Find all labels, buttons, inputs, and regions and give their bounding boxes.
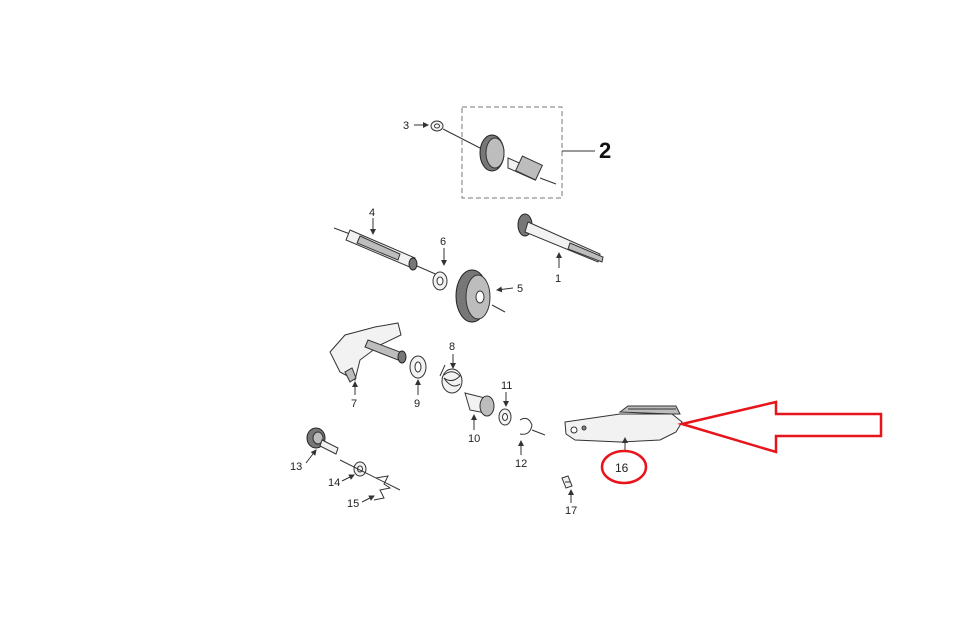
- group-box: [461, 106, 563, 199]
- kickstart-shaft-7: [329, 322, 407, 383]
- bushing-9: [409, 355, 427, 379]
- arrow-13: [305, 449, 317, 464]
- washer-3: [430, 120, 481, 149]
- gear-assembly-2: [479, 134, 557, 185]
- callout-17: 17: [565, 505, 577, 517]
- shaft-1: [517, 213, 604, 263]
- callout-11: 11: [501, 380, 512, 392]
- arrow-15: [361, 495, 375, 503]
- callout-12: 12: [515, 458, 527, 470]
- shaft-4: [333, 227, 441, 277]
- callout-16: 16: [615, 461, 629, 475]
- callout-3: 3: [403, 120, 409, 132]
- callout-8: 8: [449, 341, 455, 353]
- callout-4: 4: [369, 207, 375, 219]
- callout-7: 7: [351, 398, 357, 410]
- kick-pedal-16: [564, 405, 683, 443]
- callout-9: 9: [414, 398, 420, 410]
- highlight-arrow: [677, 400, 883, 454]
- arrow-5: [496, 286, 514, 293]
- callout-10: 10: [468, 433, 480, 445]
- gear-13: [306, 427, 339, 455]
- circlip-12: [519, 417, 546, 436]
- callout-14: 14: [328, 477, 340, 489]
- collar-10: [464, 392, 495, 417]
- callout-6: 6: [440, 236, 446, 248]
- callout-15: 15: [347, 498, 359, 510]
- callout-2: 2: [599, 138, 611, 163]
- bolt-17: [561, 475, 573, 489]
- washer-11: [498, 408, 512, 426]
- highlight-circle: [600, 449, 648, 485]
- callout-13: 13: [290, 461, 302, 473]
- arrow-14: [341, 474, 355, 482]
- spring-8: [439, 364, 463, 394]
- washer-6: [432, 271, 448, 291]
- callout-1: 1: [555, 273, 561, 285]
- gear-5: [455, 269, 506, 323]
- washer-14: [339, 459, 401, 491]
- clip-15: [373, 475, 392, 501]
- callout-5: 5: [517, 283, 523, 295]
